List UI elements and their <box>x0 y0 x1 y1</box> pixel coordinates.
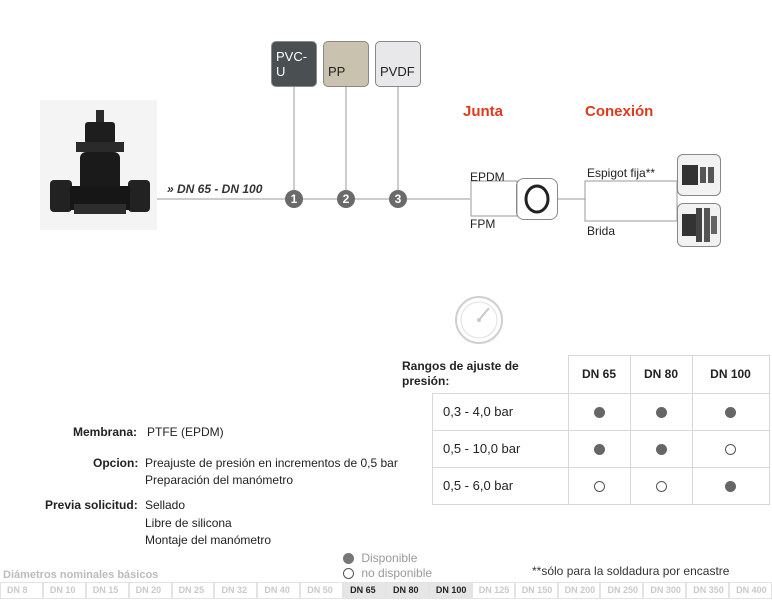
previa-value-2: Libre de silicona <box>145 516 232 530</box>
dn-title: Diámetros nominales básicos <box>3 569 159 581</box>
dn-cell: DN 40 <box>257 582 301 599</box>
pressure-gauge-icon <box>454 295 504 345</box>
available-dot <box>655 444 667 456</box>
valve-image <box>40 100 157 230</box>
step-marker-3: 3 <box>389 190 407 208</box>
dn-cell: DN 125 <box>471 582 515 599</box>
membrana-value: PTFE (EPDM) <box>147 425 224 439</box>
dn-cell: DN 20 <box>128 582 172 599</box>
conexion-espigot-label: Espigot fija** <box>587 166 656 180</box>
dn-size-bar: DN 8 DN 10 DN 15 DN 20 DN 25 DN 32 DN 40… <box>0 582 772 599</box>
dn-cell: DN 300 <box>643 582 687 599</box>
available-dot <box>725 407 736 419</box>
material-pvdf: PVDF <box>375 41 421 87</box>
flange-connection-icon <box>677 203 721 247</box>
range-label: 0,5 - 6,0 bar <box>432 466 569 505</box>
legend-available: Disponible <box>343 551 417 565</box>
previa-value-3: Montaje del manómetro <box>145 533 272 547</box>
seal-ring-icon <box>516 178 558 220</box>
dn-cell-active: DN 80 <box>386 582 429 599</box>
legend-unavailable: no disponible <box>343 566 432 580</box>
conexion-brida-label: Brida <box>587 224 616 238</box>
available-dot <box>593 444 605 456</box>
dn-cell-active: DN 65 <box>343 582 387 599</box>
dn-cell: DN 350 <box>686 582 730 599</box>
connector-lines <box>157 87 678 222</box>
dn-cell: DN 150 <box>514 582 558 599</box>
conexion-title: Conexión <box>585 103 654 120</box>
range-label: 0,3 - 4,0 bar <box>432 392 569 431</box>
opcion-label: Opcion: <box>93 456 139 470</box>
opcion-value-1: Preajuste de presión en incrementos de 0… <box>145 456 398 470</box>
available-dot <box>343 553 354 565</box>
available-dot <box>725 481 736 493</box>
spigot-connection-icon <box>677 154 721 196</box>
dn-cell: DN 50 <box>300 582 344 599</box>
opcion-value-2: Preparación del manómetro <box>145 473 294 487</box>
previa-label: Previa solicitud: <box>45 498 138 512</box>
material-pp: PP <box>323 41 369 87</box>
col-header-dn65: DN 65 <box>567 355 631 394</box>
pressure-header: Rangos de ajuste de presión: <box>402 359 519 388</box>
junta-title: Junta <box>463 103 504 120</box>
material-pvcu: PVC-U <box>271 41 317 87</box>
footnote: **sólo para la soldadura por encastre <box>532 564 730 578</box>
previa-value-1: Sellado <box>145 498 186 512</box>
dn-cell: DN 32 <box>214 582 258 599</box>
dn-cell: DN 8 <box>0 582 43 599</box>
dn-cell: DN 15 <box>85 582 129 599</box>
junta-epdm-label: EPDM <box>470 170 505 184</box>
table-row: 0,5 - 10,0 bar <box>432 429 770 468</box>
available-dot <box>593 407 605 419</box>
membrana-label: Membrana: <box>73 425 138 439</box>
col-header-dn80: DN 80 <box>629 355 693 394</box>
unavailable-dot <box>725 444 736 456</box>
unavailable-dot <box>593 481 605 493</box>
unavailable-dot <box>655 481 667 493</box>
dn-cell: DN 200 <box>557 582 601 599</box>
dn-cell: DN 10 <box>42 582 86 599</box>
table-row: 0,3 - 4,0 bar <box>432 392 770 431</box>
dn-cell: DN 250 <box>600 582 644 599</box>
dn-cell: DN 400 <box>729 582 772 599</box>
range-label: 0,5 - 10,0 bar <box>432 429 569 468</box>
step-marker-1: 1 <box>285 190 303 208</box>
col-header-dn100: DN 100 <box>691 355 770 394</box>
table-row: 0,5 - 6,0 bar <box>432 466 770 505</box>
dn-cell: DN 25 <box>171 582 215 599</box>
size-range-label: » DN 65 - DN 100 <box>167 182 263 196</box>
unavailable-dot <box>343 568 354 580</box>
step-marker-2: 2 <box>337 190 355 208</box>
available-dot <box>655 407 667 419</box>
junta-fpm-label: FPM <box>470 217 496 231</box>
dn-cell-active: DN 100 <box>428 582 472 599</box>
pressure-range-table: DN 65 DN 80 DN 100 0,3 - 4,0 bar 0,5 - 1… <box>432 355 770 505</box>
